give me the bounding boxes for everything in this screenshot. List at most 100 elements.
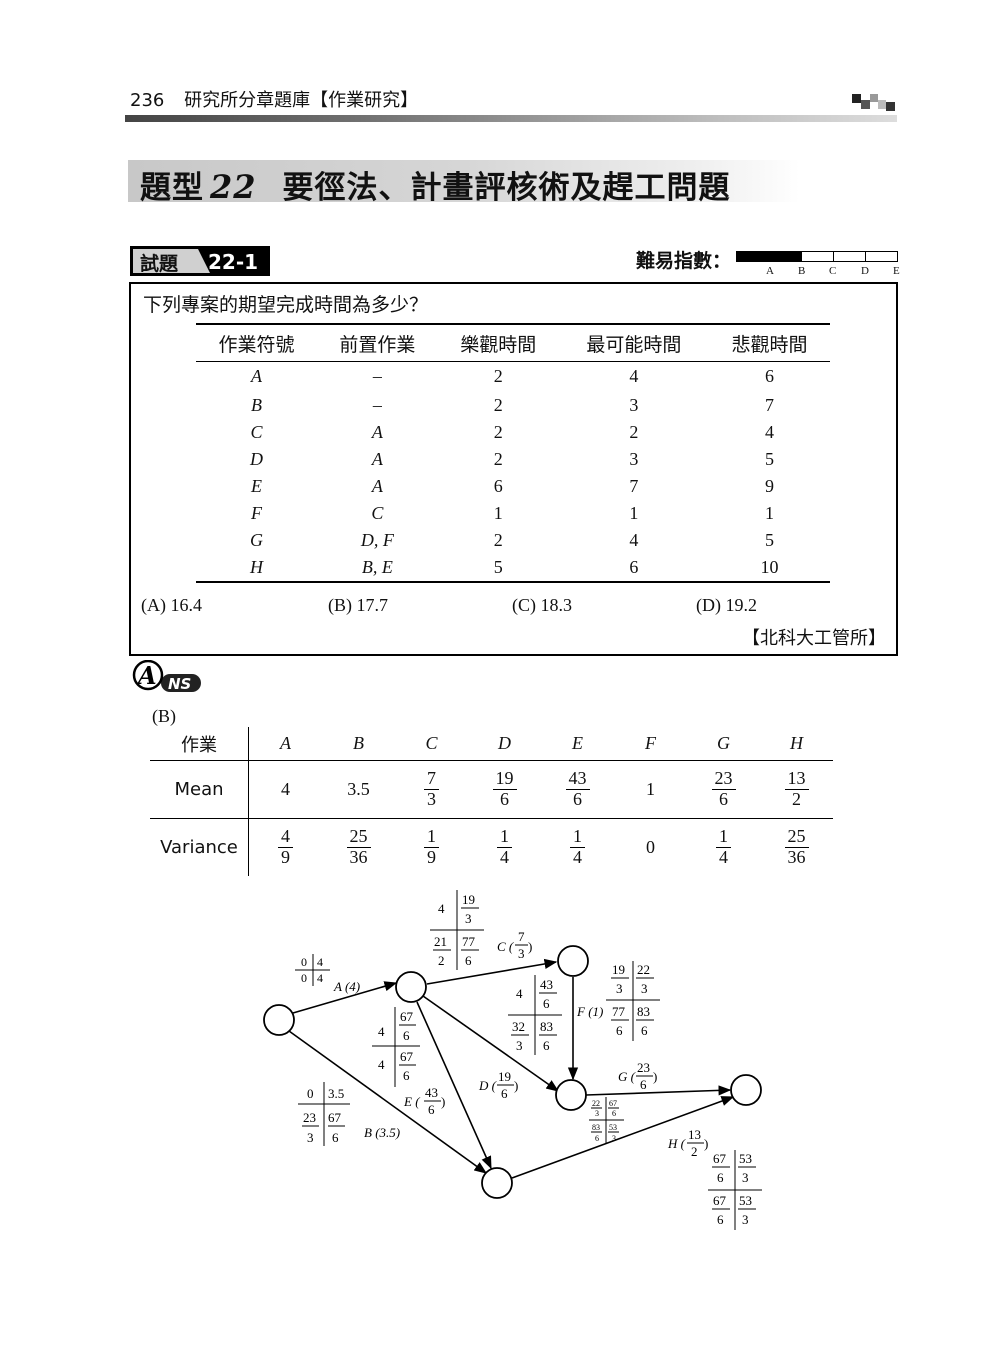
table-cell: 7 <box>765 394 775 415</box>
table-cell: 1 <box>493 502 503 523</box>
arc-label-c-name: C ( <box>497 939 514 954</box>
answer-logo-text: NS <box>168 675 191 693</box>
numerator: 1 <box>716 826 731 848</box>
chapter-prefix: 題型 <box>140 170 204 206</box>
times-box-c: 4 19 3 21 2 77 6 <box>430 890 484 970</box>
times-box-e: 4 67 6 4 67 6 <box>372 1007 420 1087</box>
arc-label-c-den: 3 <box>518 946 525 961</box>
times-box-a: 0 4 0 4 <box>295 954 330 986</box>
table-cell: B <box>322 727 395 761</box>
table-cell: 4 <box>629 366 639 387</box>
arc-label-d-name: D ( <box>478 1078 497 1093</box>
network-diagram: A (4) B (3.5) F (1) C ( 7 3 ) D ( 19 6 )… <box>263 890 762 1230</box>
column-header: 最可能時間 <box>558 323 710 362</box>
svg-text:3: 3 <box>307 1130 314 1145</box>
svg-text:3: 3 <box>465 911 472 926</box>
option-b: (B) 17.7 <box>328 595 388 615</box>
svg-text:3: 3 <box>742 1170 749 1185</box>
svg-text:4: 4 <box>516 986 523 1001</box>
page-header: 236 研究所分章題庫【作業研究】 <box>130 86 418 112</box>
table-cell: 1 <box>629 502 639 523</box>
table-cell: 2 <box>493 366 503 387</box>
table-cell: 9 <box>765 475 775 496</box>
denominator: 6 <box>573 789 582 809</box>
table-cell: B <box>250 394 262 415</box>
numerator: 23 <box>711 768 736 790</box>
numerator: 19 <box>492 768 517 790</box>
table-cell: 1 <box>614 760 687 819</box>
svg-text:6: 6 <box>332 1130 339 1145</box>
numerator: 25 <box>346 826 371 848</box>
header-decoration-icon <box>852 94 895 111</box>
table-cell: A <box>248 727 322 761</box>
svg-text:22: 22 <box>592 1099 600 1108</box>
table-cell: Variance <box>150 818 249 876</box>
difficulty-bar <box>736 251 898 262</box>
svg-text:6: 6 <box>717 1170 724 1185</box>
denominator: 9 <box>281 847 290 867</box>
table-cell: Mean <box>150 760 249 819</box>
svg-text:43: 43 <box>540 977 553 992</box>
table-cell: 2 <box>493 421 503 442</box>
table-cell: 10 <box>709 553 830 583</box>
value: 1 <box>646 779 655 799</box>
table-cell: F <box>614 727 687 761</box>
svg-text:3: 3 <box>742 1212 749 1227</box>
arc-a <box>292 981 398 1014</box>
svg-text:77: 77 <box>612 1004 626 1019</box>
times-box-g: 22 3 67 6 83 6 53 3 <box>589 1097 624 1144</box>
column-header: 作業符號 <box>196 323 317 362</box>
svg-text:6: 6 <box>595 1134 599 1143</box>
svg-text:67: 67 <box>328 1110 342 1125</box>
svg-text:53: 53 <box>739 1151 752 1166</box>
answer-choice: (B) <box>152 706 176 726</box>
chapter-title-text: 要徑法、計畫評核術及趕工問題 <box>282 170 731 206</box>
svg-text:0: 0 <box>301 955 307 969</box>
arc-label-c-num: 7 <box>518 929 525 944</box>
arc-c <box>426 958 558 985</box>
table-cell: H <box>760 727 833 761</box>
option-a: (A) 16.4 <box>141 595 202 615</box>
value: 3.5 <box>347 779 370 799</box>
svg-text:4: 4 <box>378 1024 385 1039</box>
arc-label-b: B (3.5) <box>364 1125 400 1140</box>
chapter-number: 22 <box>210 168 257 206</box>
difficulty-letter: C <box>829 265 837 277</box>
denominator: 2 <box>792 789 801 809</box>
difficulty-label: 難易指數： <box>636 250 732 272</box>
denominator: 6 <box>500 789 509 809</box>
table-cell: C <box>395 727 468 761</box>
table-cell: 5 <box>765 448 775 469</box>
svg-text:3: 3 <box>612 1134 616 1143</box>
svg-text:3: 3 <box>641 981 648 996</box>
table-cell: A <box>371 448 383 469</box>
table-cell: 作業 <box>150 727 249 761</box>
node-5 <box>730 1074 762 1106</box>
svg-text:6: 6 <box>612 1109 616 1118</box>
svg-text:6: 6 <box>543 1038 550 1053</box>
svg-text:6: 6 <box>616 1023 623 1038</box>
table-cell: G <box>249 529 263 550</box>
answer-logo-letter: A <box>136 661 157 690</box>
answer-logo-icon: NS A <box>132 660 201 693</box>
